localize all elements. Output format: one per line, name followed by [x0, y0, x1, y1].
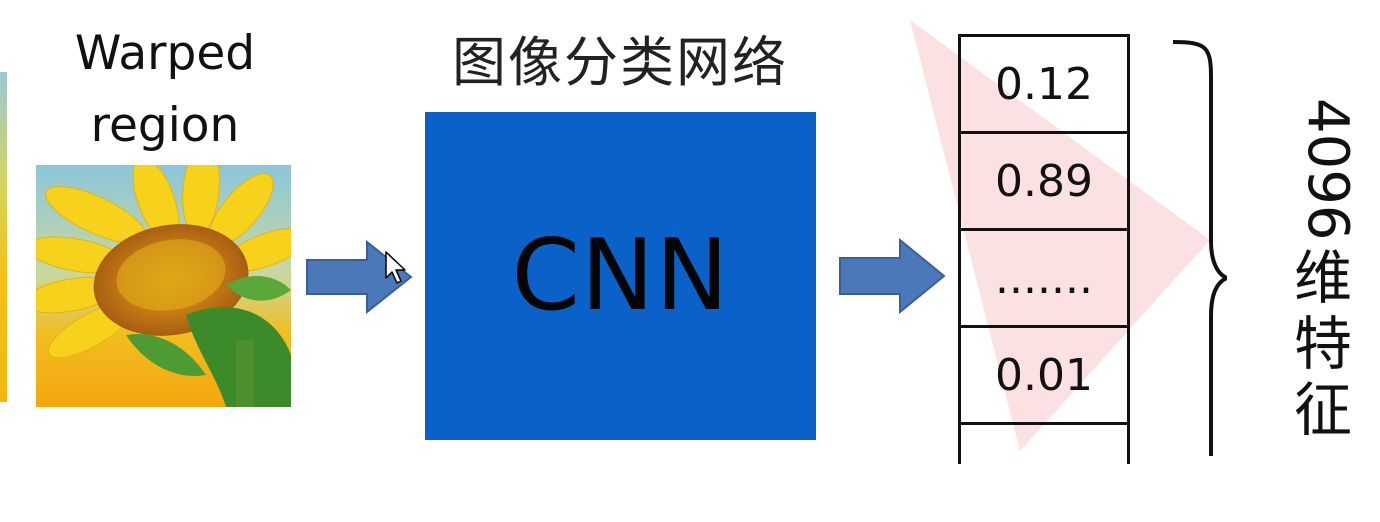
feature-cell: 0.01: [961, 328, 1127, 425]
feature-cell: .......: [961, 231, 1127, 328]
sunflower-image: [36, 165, 291, 407]
right-arrow-icon: [839, 238, 946, 314]
dimension-char: 征: [1293, 376, 1352, 444]
cnn-box: CNN: [425, 112, 816, 440]
warped-label-line2: region: [90, 98, 240, 153]
dimension-char: 维: [1293, 244, 1352, 312]
right-curly-brace: [1172, 40, 1227, 456]
dimension-number: 4096: [1295, 98, 1360, 241]
dimension-text: 维 特 征: [1288, 245, 1358, 443]
previous-image-edge: [0, 72, 7, 402]
dimension-label: 4096 维 特 征: [1260, 80, 1380, 450]
feature-cell: [961, 425, 1127, 522]
feature-cell: 0.12: [961, 37, 1127, 134]
background-watermark: [910, 20, 1210, 451]
right-arrow-icon: [306, 240, 413, 314]
warped-label-line1: Warped: [74, 26, 256, 81]
cnn-title: 图像分类网络: [452, 31, 788, 94]
mouse-cursor-icon: [385, 251, 406, 284]
feature-vector: 0.12 0.89 ....... 0.01: [958, 34, 1130, 464]
cnn-label: CNN: [511, 219, 730, 333]
feature-cell: 0.89: [961, 134, 1127, 231]
warped-region-label: Warped region: [30, 18, 300, 162]
dimension-char: 特: [1293, 310, 1352, 378]
